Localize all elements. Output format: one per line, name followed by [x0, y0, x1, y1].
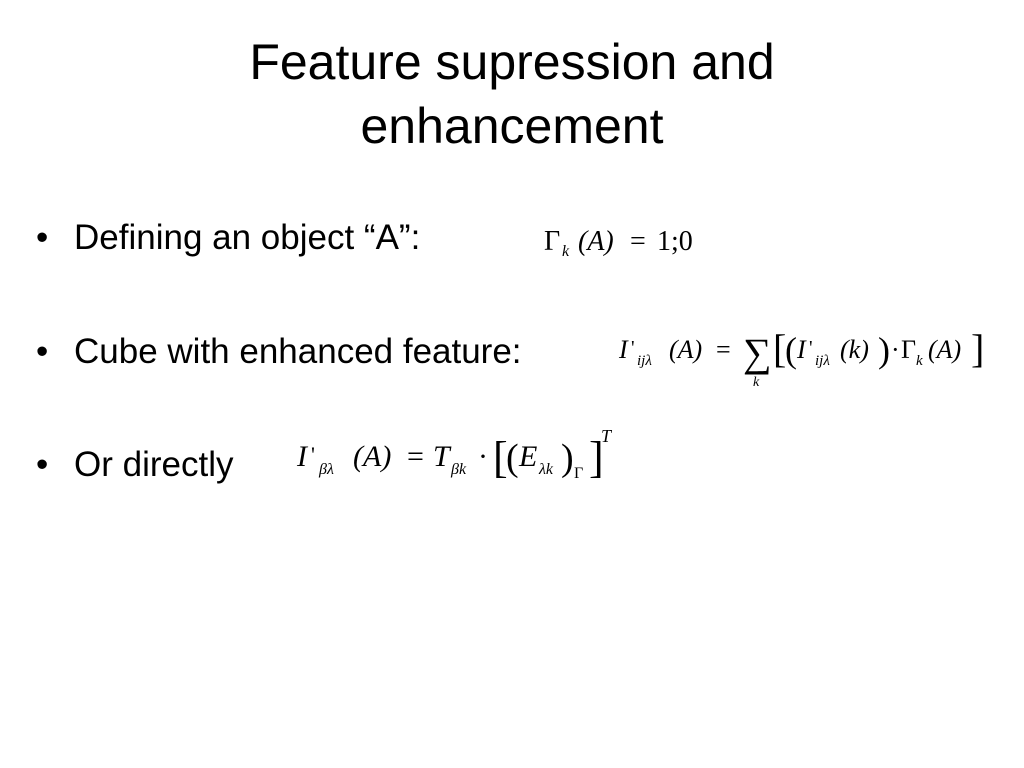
- left-bracket: [: [493, 433, 508, 482]
- inner-intensity-symbol: I: [796, 335, 807, 364]
- intensity-symbol: I: [618, 335, 629, 364]
- bullet-text: Or directly: [74, 445, 234, 484]
- right-bracket: ]: [589, 433, 604, 482]
- subscript-lambda-k: λk: [538, 461, 554, 478]
- sum-symbol: ∑: [743, 330, 772, 375]
- argument-a: (A): [669, 335, 702, 364]
- slide-title: Feature supression and enhancement: [112, 30, 912, 158]
- argument-k: (k): [840, 335, 869, 364]
- value-one-zero: 1;0: [657, 226, 693, 257]
- formula-enhanced-cube: I ' ijλ (A) = ∑ k [ ( I ' ijλ (k) ) · Γ …: [615, 322, 990, 392]
- subscript-beta-k: βk: [450, 461, 467, 478]
- intensity-symbol: I: [296, 440, 309, 473]
- sum-index-k: k: [753, 375, 760, 390]
- left-bracket: [: [773, 326, 786, 371]
- inner-prime-mark: ': [809, 337, 813, 359]
- bullet-text: Defining an object “A”:: [74, 218, 421, 257]
- title-line-1: Feature supression and: [249, 34, 775, 90]
- bullet-enhanced-feature: • Cube with enhanced feature:: [36, 330, 522, 374]
- argument-a: (A): [928, 335, 961, 364]
- equals-sign: =: [630, 226, 646, 257]
- bullet-marker: •: [36, 218, 49, 257]
- right-paren: ): [878, 330, 890, 370]
- prime-mark: ': [631, 337, 635, 359]
- dot-operator: ·: [891, 335, 900, 364]
- transform-symbol: T: [433, 440, 452, 473]
- bullet-text: Cube with enhanced feature:: [74, 332, 522, 371]
- gamma-symbol: Γ: [544, 226, 560, 257]
- subscript-k: k: [562, 243, 570, 260]
- argument-a: (A): [578, 226, 614, 257]
- left-paren: (: [785, 330, 797, 370]
- subscript-k: k: [916, 353, 923, 369]
- left-paren: (: [506, 437, 519, 479]
- right-paren: ): [561, 437, 574, 479]
- subscript-ij-lambda: ijλ: [637, 353, 652, 369]
- bullet-marker: •: [36, 445, 49, 484]
- equals-sign: =: [407, 440, 424, 473]
- bullet-marker: •: [36, 332, 49, 371]
- superscript-transpose: T: [601, 426, 613, 446]
- gamma-symbol: Γ: [901, 335, 916, 364]
- e-matrix-symbol: E: [518, 440, 537, 473]
- bullet-defining-object: • Defining an object “A”:: [36, 216, 420, 260]
- inner-subscript-ij-lambda: ijλ: [815, 353, 830, 369]
- title-line-2: enhancement: [360, 98, 664, 154]
- argument-a: (A): [353, 440, 391, 473]
- subscript-gamma: Γ: [574, 465, 583, 482]
- prime-mark: ': [311, 442, 315, 467]
- formula-direct: I ' βλ (A) = T βk · [ ( E λk ) Γ ] T: [293, 426, 623, 488]
- dot-operator: ·: [478, 440, 488, 473]
- formula-object-definition: Γ k (A) = 1;0: [540, 218, 710, 262]
- right-bracket: ]: [971, 326, 984, 371]
- bullet-or-directly: • Or directly: [36, 443, 233, 487]
- subscript-beta-lambda: βλ: [318, 461, 334, 478]
- equals-sign: =: [716, 335, 731, 364]
